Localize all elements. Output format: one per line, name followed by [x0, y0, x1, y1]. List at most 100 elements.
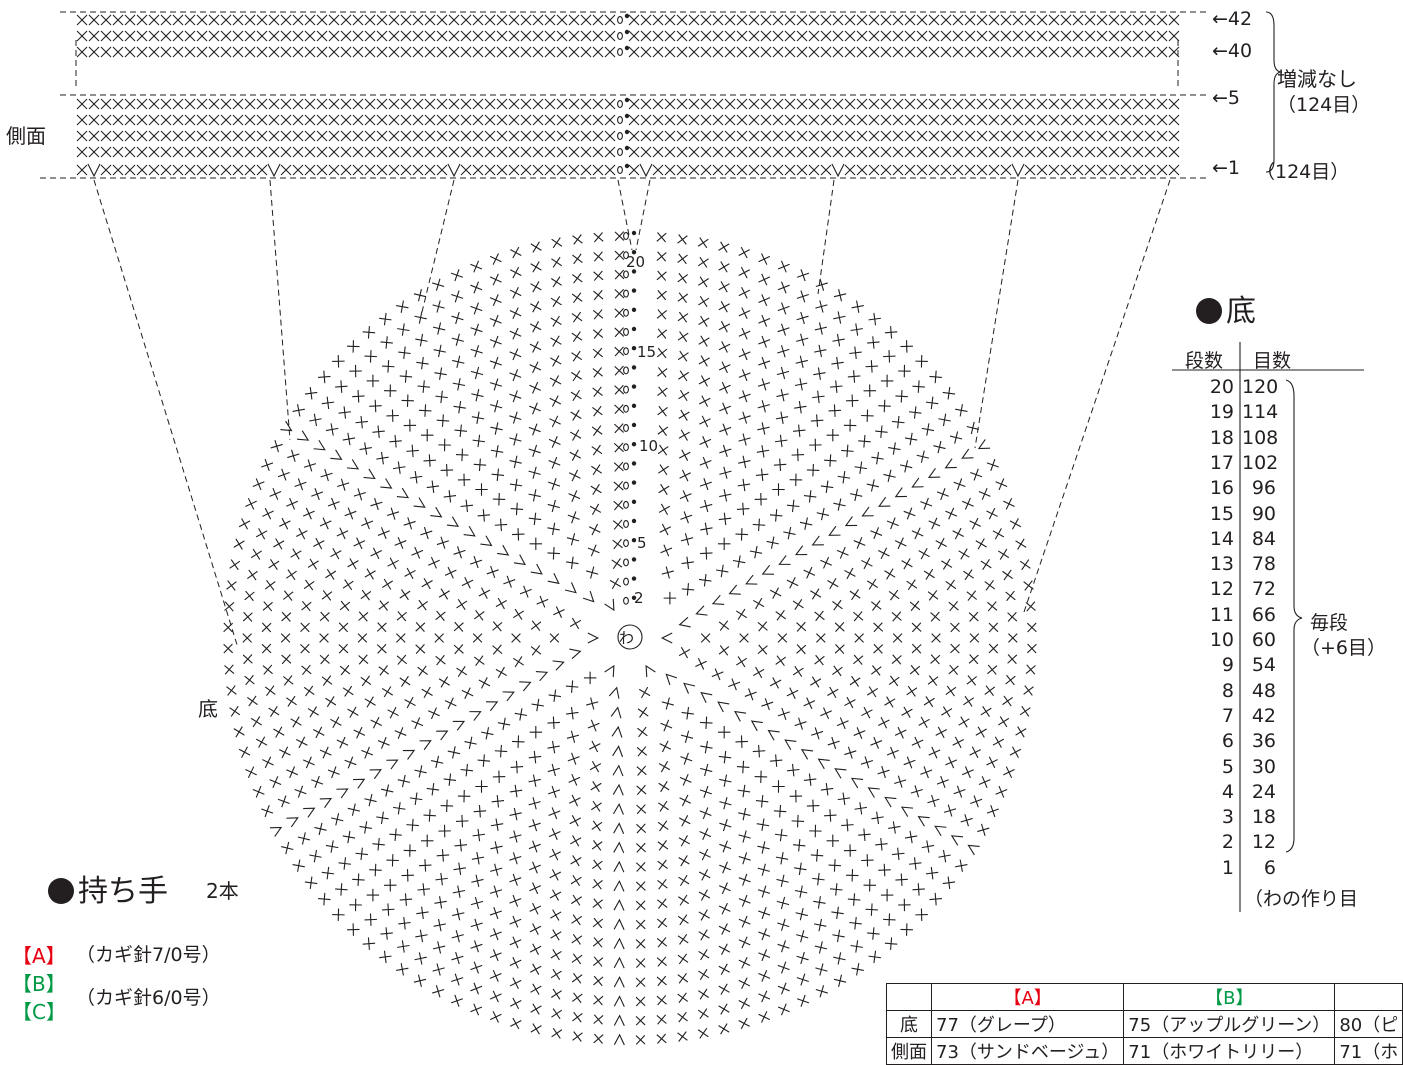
- single-crochet-mark: [227, 581, 237, 591]
- single-crochet-mark: [594, 1015, 603, 1024]
- single-crochet-mark: [898, 899, 910, 911]
- single-crochet-mark: [893, 31, 903, 41]
- single-crochet-mark: [965, 147, 975, 157]
- single-crochet-mark: [1016, 539, 1027, 550]
- single-crochet-mark: [698, 257, 708, 267]
- single-crochet-mark: [833, 131, 843, 141]
- single-crochet-mark: [912, 737, 923, 748]
- single-crochet-mark: [209, 115, 219, 125]
- single-crochet-mark: [479, 588, 490, 599]
- single-crochet-mark: [449, 47, 459, 57]
- single-crochet-mark: [698, 1009, 708, 1019]
- single-crochet-mark: [699, 336, 710, 347]
- single-crochet-mark: [989, 644, 998, 653]
- single-crochet-mark: [932, 634, 941, 643]
- single-crochet-mark: [1097, 15, 1107, 25]
- single-crochet-mark: [1049, 131, 1059, 141]
- single-crochet-mark: [1006, 591, 1016, 601]
- slip-stitch-mark: [625, 146, 629, 150]
- single-crochet-mark: [941, 15, 951, 25]
- single-crochet-mark: [719, 445, 731, 457]
- single-crochet-mark: [497, 15, 507, 25]
- single-crochet-mark: [1085, 165, 1095, 175]
- round-number: 16: [1194, 477, 1234, 499]
- single-crochet-mark: [451, 974, 463, 986]
- single-crochet-mark: [857, 99, 867, 109]
- single-crochet-mark: [943, 877, 955, 889]
- increase-mark: [782, 736, 796, 750]
- single-crochet-mark: [1157, 147, 1167, 157]
- table-cell: 80（ピ: [1335, 1011, 1403, 1038]
- single-crochet-mark: [415, 311, 427, 323]
- single-crochet-mark: [389, 131, 399, 141]
- stitch-count: 114: [1242, 401, 1276, 423]
- single-crochet-mark: [572, 1012, 582, 1022]
- single-crochet-mark: [811, 414, 823, 426]
- single-crochet-mark: [339, 406, 351, 418]
- single-crochet-mark: [767, 537, 779, 549]
- side-panel-chart: [77, 12, 1364, 912]
- increase-mark: [531, 564, 545, 578]
- single-crochet-mark: [510, 287, 521, 298]
- single-crochet-mark: [953, 737, 964, 748]
- single-crochet-mark: [361, 747, 373, 759]
- single-crochet-mark: [553, 607, 564, 618]
- single-crochet-mark: [778, 983, 790, 995]
- single-crochet-mark: [757, 819, 769, 831]
- single-crochet-mark: [497, 47, 507, 57]
- single-crochet-mark: [861, 756, 873, 768]
- single-crochet-mark: [739, 957, 750, 968]
- single-crochet-mark: [738, 479, 750, 491]
- single-crochet-mark: [278, 796, 290, 808]
- single-crochet-mark: [557, 99, 567, 109]
- single-crochet-mark: [441, 464, 453, 476]
- single-crochet-mark: [1073, 131, 1083, 141]
- single-crochet-mark: [197, 147, 207, 157]
- single-crochet-mark: [641, 115, 651, 125]
- single-crochet-mark: [389, 165, 399, 175]
- single-crochet-mark: [713, 15, 723, 25]
- single-crochet-mark: [777, 897, 789, 909]
- single-crochet-mark: [827, 687, 838, 698]
- single-crochet-mark: [1025, 115, 1035, 125]
- single-crochet-mark: [537, 596, 548, 607]
- single-crochet-mark: [815, 300, 827, 312]
- single-crochet-mark: [701, 47, 711, 57]
- single-crochet-mark: [530, 726, 542, 738]
- single-crochet-mark: [929, 371, 941, 383]
- single-crochet-mark: [637, 766, 647, 776]
- increase-mark: [613, 785, 624, 796]
- single-crochet-mark: [993, 737, 1004, 748]
- single-crochet-mark: [529, 819, 541, 831]
- single-crochet-mark: [739, 998, 750, 1009]
- single-crochet-mark: [529, 841, 541, 853]
- increase-mark: [681, 680, 695, 694]
- single-crochet-mark: [425, 131, 435, 141]
- single-crochet-mark: [869, 147, 879, 157]
- single-crochet-mark: [439, 677, 450, 688]
- single-crochet-mark: [382, 579, 392, 589]
- single-crochet-mark: [89, 31, 99, 41]
- increase-mark: [810, 536, 823, 549]
- single-crochet-mark: [457, 599, 467, 609]
- single-crochet-mark: [434, 919, 446, 931]
- single-crochet-mark: [807, 800, 819, 812]
- single-crochet-mark: [614, 481, 623, 490]
- single-crochet-mark: [810, 677, 821, 688]
- single-crochet-mark: [401, 165, 411, 175]
- single-crochet-mark: [474, 610, 484, 620]
- single-crochet-mark: [263, 665, 273, 675]
- single-crochet-mark: [185, 31, 195, 41]
- single-crochet-mark: [566, 680, 578, 692]
- single-crochet-mark: [1121, 147, 1131, 157]
- increase-mark: [280, 421, 294, 435]
- single-crochet-mark: [415, 334, 427, 346]
- single-crochet-mark: [490, 422, 502, 434]
- single-crochet-mark: [954, 786, 966, 798]
- table-header-cell: [887, 984, 932, 1011]
- single-crochet-mark: [809, 825, 821, 837]
- single-crochet-mark: [657, 1034, 666, 1043]
- single-crochet-mark: [1037, 131, 1047, 141]
- single-crochet-mark: [657, 899, 667, 909]
- single-crochet-mark: [593, 899, 603, 909]
